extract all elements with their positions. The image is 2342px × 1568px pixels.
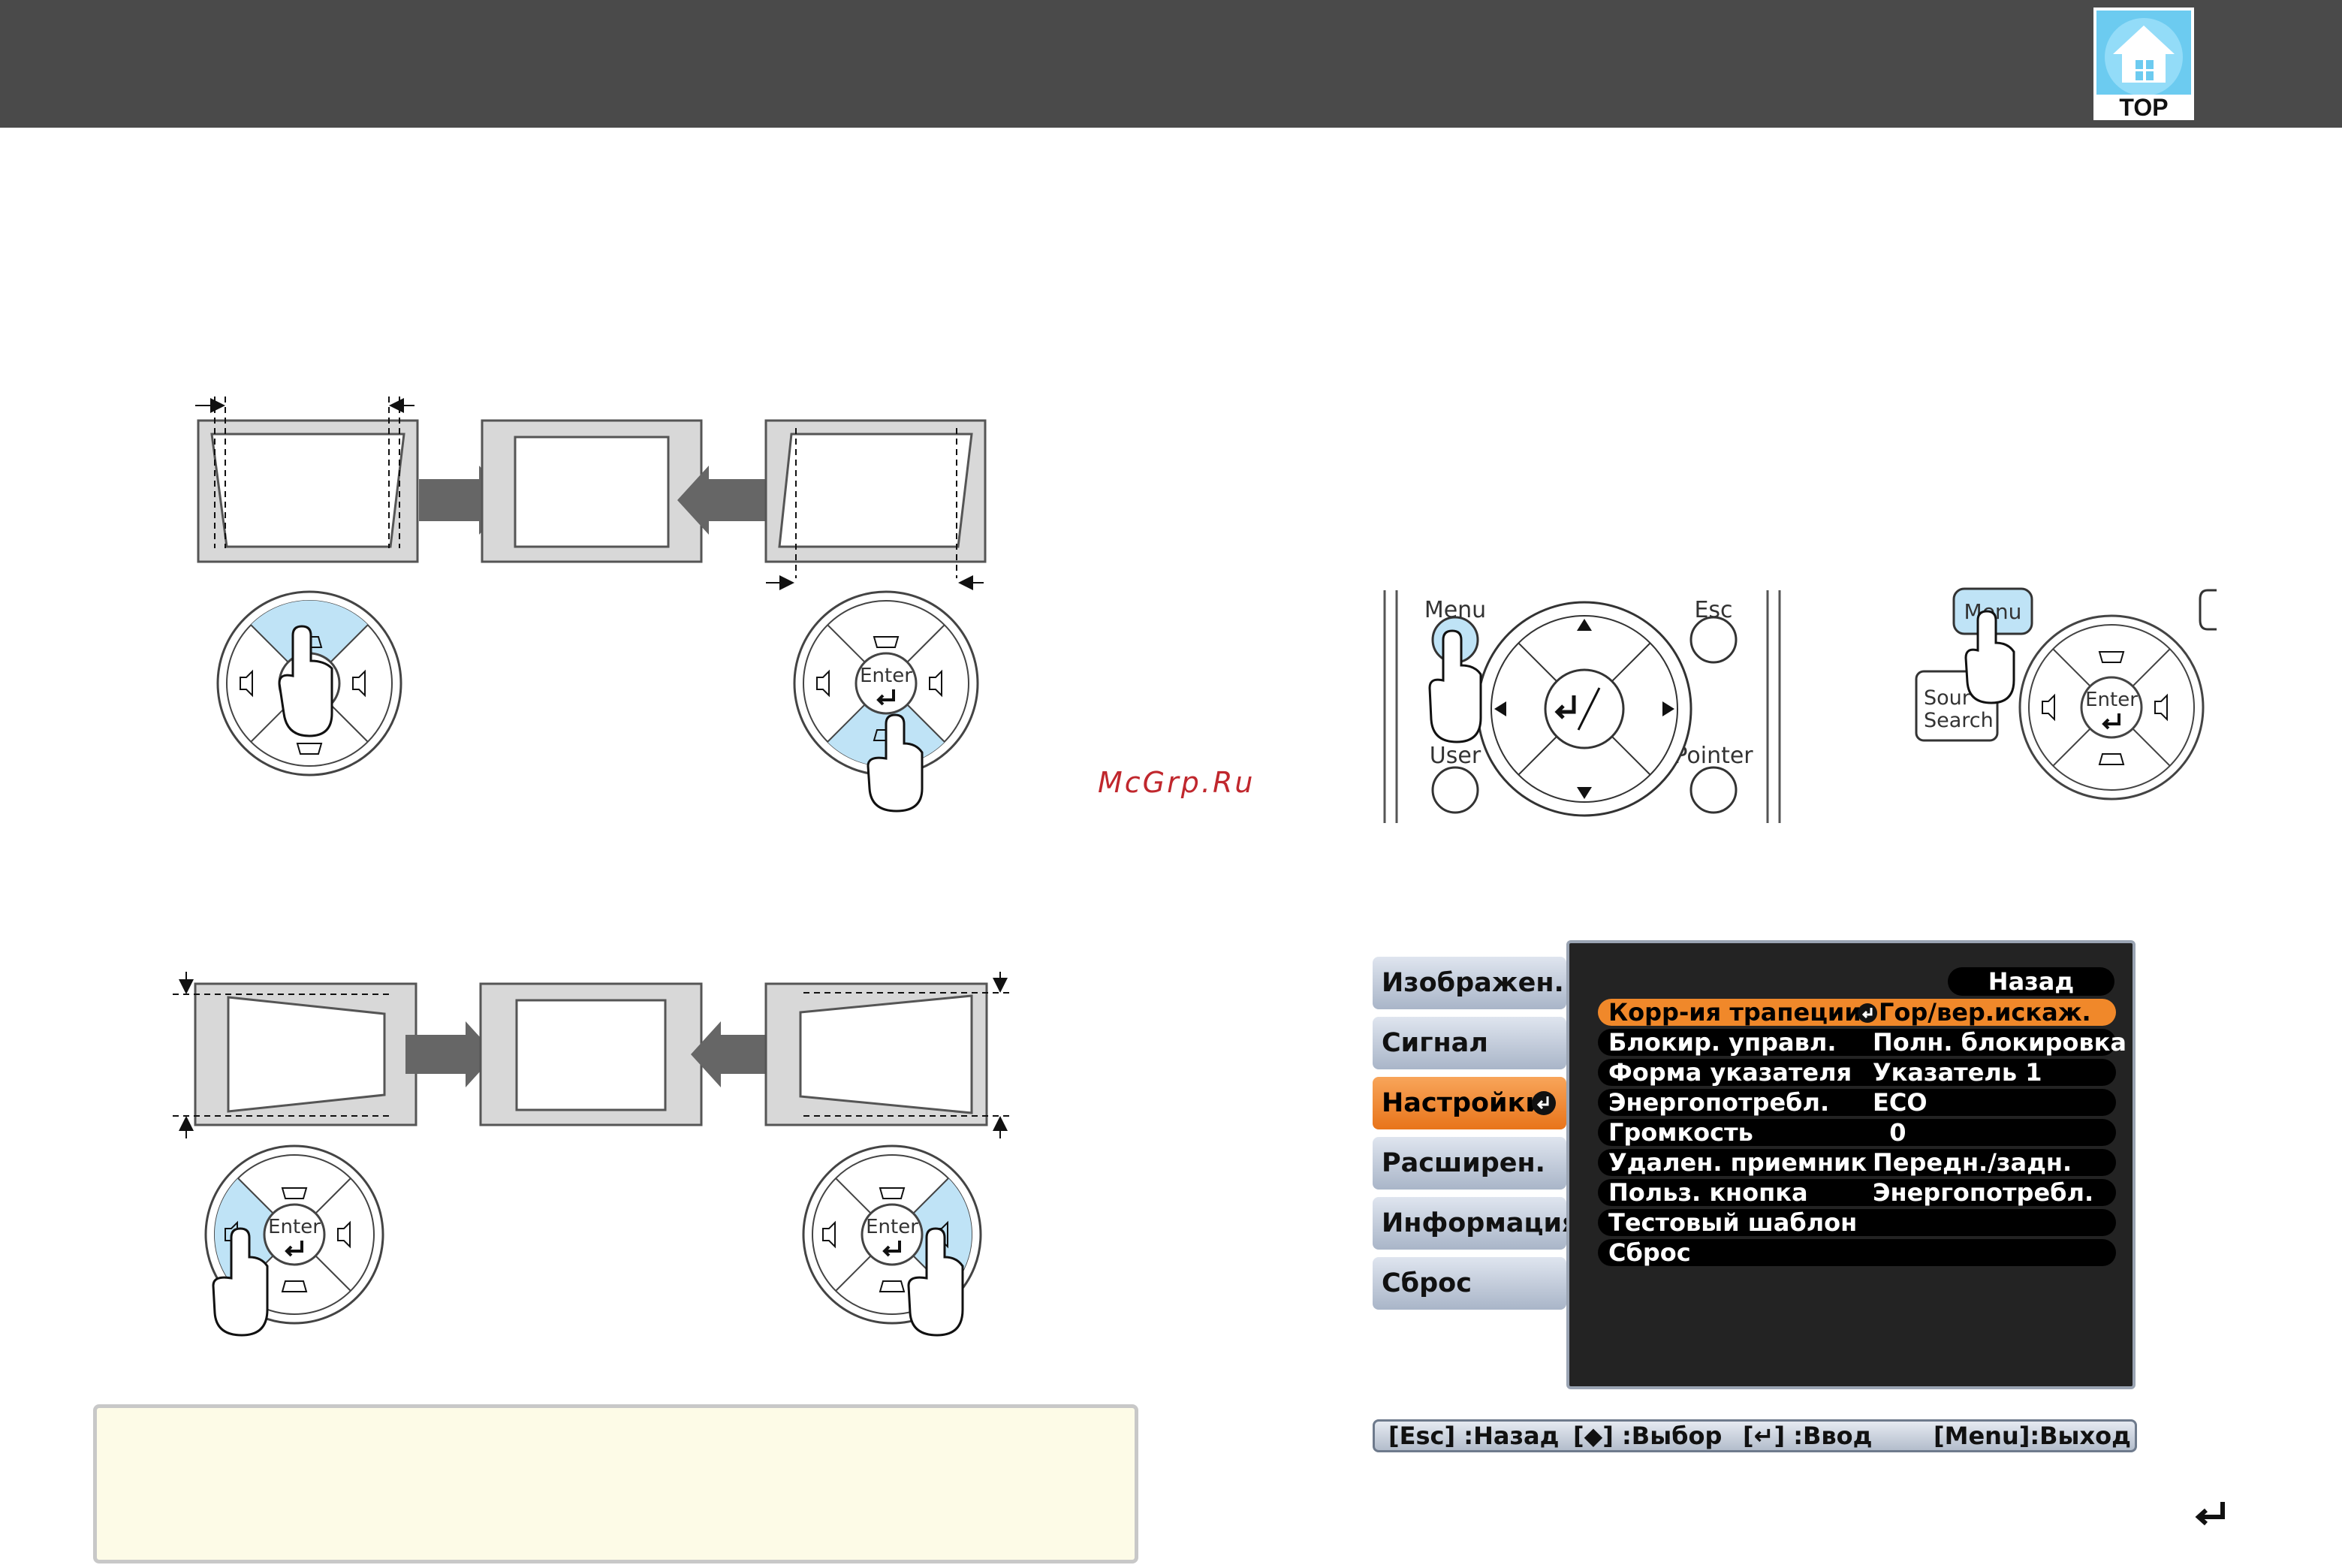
menu-row-user-button[interactable]: Польз. кнопка Энергопотребл. — [1598, 1179, 2116, 1206]
pointer-key-label: Pointer — [1674, 743, 1753, 769]
source-search-label-1: Sour — [1924, 686, 1971, 710]
status-select: [◆] :Выбор — [1573, 1422, 1723, 1450]
tab-settings[interactable]: Настройки — [1373, 1077, 1566, 1129]
menu-row-value: Энергопотребл. — [1873, 1178, 2094, 1207]
user-key[interactable] — [1431, 766, 1479, 814]
menu-row-value: Указатель 1 — [1873, 1058, 2042, 1087]
esc-key[interactable] — [1689, 616, 1738, 664]
menu-status-bar: [Esc] :Назад [◆] :Выбор [↵] :Ввод [Menu]… — [1373, 1419, 2137, 1452]
menu-row-volume[interactable]: Громкость 0 — [1598, 1119, 2116, 1146]
enter-key-label: Enter — [268, 1216, 321, 1238]
tab-reset[interactable]: Сброс — [1373, 1257, 1566, 1310]
enter-key-label: Enter — [2085, 689, 2138, 711]
enter-key-label: Enter — [866, 1216, 918, 1238]
menu-row-label: Громкость — [1608, 1118, 1753, 1147]
menu-row-pointer-shape[interactable]: Форма указателя Указатель 1 — [1598, 1059, 2116, 1086]
house-icon: TOP — [2093, 8, 2194, 121]
menu-row-value: Передн./задн. — [1873, 1148, 2072, 1177]
enter-arrow-icon — [2195, 1502, 2225, 1526]
enter-key[interactable] — [1544, 668, 1625, 749]
tab-settings-label: Настройки — [1382, 1088, 1544, 1118]
menu-row-test-pattern[interactable]: Тестовый шаблон — [1598, 1209, 2116, 1236]
user-key-label: User — [1430, 743, 1481, 769]
status-enter: [↵] :Ввод — [1743, 1422, 1873, 1450]
menu-row-label: Корр-ия трапеции — [1608, 998, 1861, 1027]
watermark: McGrp.Ru — [1098, 766, 1255, 799]
menu-row-value: 0 — [1873, 1118, 1906, 1147]
menu-row-label: Удален. приемник — [1608, 1148, 1867, 1177]
menu-row-remote-receiver[interactable]: Удален. приемник Передн./задн. — [1598, 1149, 2116, 1176]
remote-control-diagram: Menu Esc User Pointer — [1383, 590, 1781, 823]
enter-key-label: Enter — [860, 665, 912, 687]
horizontal-keystone-diagram: Enter — [195, 397, 987, 813]
menu-row-label: Польз. кнопка — [1608, 1178, 1808, 1207]
header-bar — [0, 0, 2342, 128]
menu-row-label: Блокир. управл. — [1608, 1028, 1837, 1057]
back-button[interactable]: Назад — [1948, 967, 2114, 996]
tab-signal[interactable]: Сигнал — [1373, 1017, 1566, 1069]
note-box — [93, 1404, 1138, 1563]
menu-row-label: Тестовый шаблон — [1608, 1208, 1858, 1237]
menu-row-power-consumption[interactable]: Энергопотребл. ECO — [1598, 1089, 2116, 1116]
control-panel-diagram: Menu Sour Search Enter — [1915, 587, 2217, 801]
menu-row-label: Сброс — [1608, 1238, 1691, 1267]
menu-row-operation-lock[interactable]: Блокир. управл. Полн. блокировка — [1598, 1028, 2126, 1057]
vertical-keystone-diagram: Enter Enter — [173, 972, 1014, 1337]
enter-icon — [1858, 1003, 1877, 1023]
menu-row-reset[interactable]: Сброс — [1598, 1239, 2116, 1266]
menu-row-label: Энергопотребл. — [1608, 1088, 1830, 1117]
status-exit: [Menu]:Выход — [1934, 1422, 2131, 1450]
tab-image[interactable]: Изображен. — [1373, 957, 1566, 1009]
tab-information[interactable]: Информация — [1373, 1197, 1578, 1250]
menu-row-value: Гор/вер.искаж. — [1856, 999, 2091, 1026]
menu-row-keystone[interactable]: Корр-ия трапеции Гор/вер.искаж. — [1598, 999, 2116, 1026]
pointer-key[interactable] — [1689, 766, 1738, 814]
top-link[interactable]: TOP — [2093, 8, 2194, 121]
menu-row-label: Форма указателя — [1608, 1058, 1852, 1087]
top-label: TOP — [2119, 94, 2168, 120]
source-search-label-2: Search — [1924, 709, 1994, 732]
enter-icon — [1532, 1091, 1556, 1115]
menu-row-value: Полн. блокировка — [1873, 1028, 2126, 1057]
tab-extended[interactable]: Расширен. — [1373, 1137, 1566, 1190]
status-esc: [Esc] :Назад — [1388, 1422, 1560, 1450]
menu-row-value: ECO — [1873, 1088, 1928, 1117]
